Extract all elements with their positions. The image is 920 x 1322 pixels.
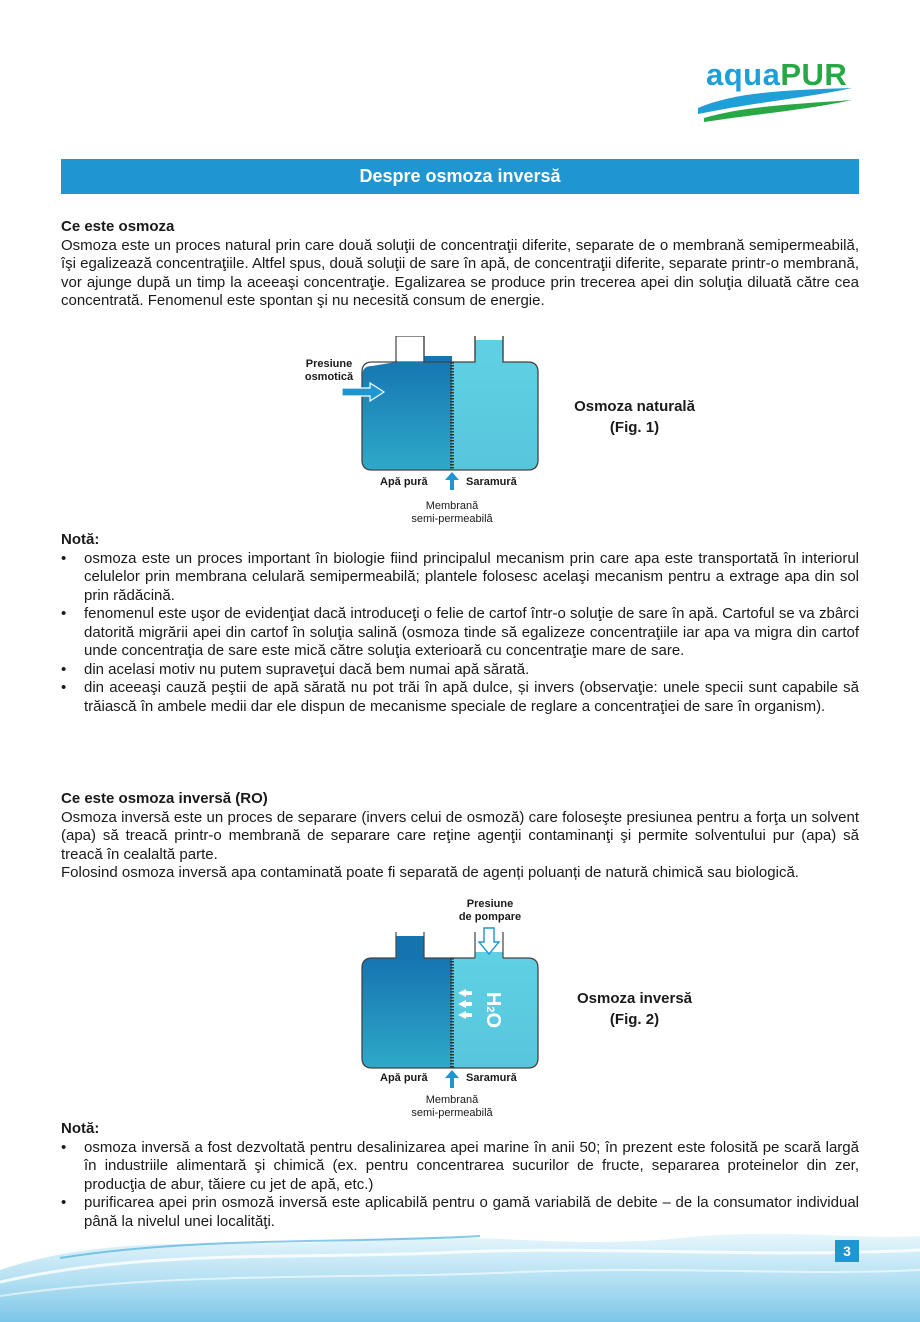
figure-osmoza-inversa: Presiune de pompare H2O Apă pură Saramur… bbox=[280, 898, 700, 1126]
list-item: din aceeaşi cauză peştii de apă sărată n… bbox=[61, 679, 859, 716]
note-list: osmoza este un proces important în biolo… bbox=[61, 550, 859, 717]
pure-water-label: Apă pură bbox=[380, 1072, 428, 1084]
list-item: osmoza este un proces important în biolo… bbox=[61, 550, 859, 606]
section-paragraph: Folosind osmoza inversă apa contaminată … bbox=[61, 864, 799, 881]
note-heading: Notă: bbox=[61, 531, 100, 548]
water-wave-footer bbox=[0, 1233, 920, 1322]
section-heading: Ce este osmoza inversă (RO) bbox=[61, 790, 268, 807]
list-item: fenomenul este uşor de evidenţiat dacă i… bbox=[61, 605, 859, 661]
list-item: purificarea apei prin osmoză inversă est… bbox=[61, 1194, 859, 1231]
brine-label: Saramură bbox=[466, 1072, 517, 1084]
note-list: osmoza inversă a fost dezvoltată pentru … bbox=[61, 1139, 859, 1232]
section-paragraph: Osmoza este un proces natural prin care … bbox=[61, 236, 859, 310]
membrane-label: Membrană semi-permeabilă bbox=[411, 500, 493, 525]
section-paragraph: Osmoza inversă este un proces de separar… bbox=[61, 808, 859, 863]
logo-wave-icon bbox=[698, 88, 852, 122]
membrane-label: Membrană semi-permeabilă bbox=[411, 1094, 493, 1119]
pure-water-label: Apă pură bbox=[380, 476, 428, 488]
brine-label: Saramură bbox=[466, 476, 517, 488]
h2o-label: H2O bbox=[482, 991, 504, 1029]
pump-pressure-label: Presiune de pompare bbox=[458, 898, 522, 923]
figure-caption: Osmoza naturală (Fig. 1) bbox=[574, 398, 695, 436]
logo-wordmark: aquaPUR bbox=[706, 57, 848, 92]
aquapur-logo: aquaPUR bbox=[696, 56, 856, 126]
section-osmoza: Ce este osmoza Osmoza este un proces nat… bbox=[61, 218, 859, 311]
reverse-osmosis-tank-diagram bbox=[361, 927, 539, 1088]
section-heading: Ce este osmoza bbox=[61, 218, 175, 235]
pressure-label: Presiune osmotică bbox=[304, 358, 354, 383]
page-title: Despre osmoza inversă bbox=[61, 159, 859, 194]
note-heading: Notă: bbox=[61, 1120, 100, 1137]
note-section-2: Notă: osmoza inversă a fost dezvoltată p… bbox=[61, 1120, 859, 1231]
list-item: osmoza inversă a fost dezvoltată pentru … bbox=[61, 1139, 859, 1195]
section-osmoza-inversa: Ce este osmoza inversă (RO) Osmoza inver… bbox=[61, 790, 859, 883]
list-item: din acelasi motiv nu putem supraveţui da… bbox=[61, 661, 859, 680]
note-section-1: Notă: osmoza este un proces important în… bbox=[61, 531, 859, 716]
osmosis-tank-diagram bbox=[341, 336, 539, 490]
figure-caption: Osmoza inversă (Fig. 2) bbox=[576, 990, 693, 1028]
figure-osmoza-naturala: Presiune osmotică Apă pură Saramură Memb… bbox=[280, 336, 700, 531]
page-number: 3 bbox=[835, 1240, 859, 1262]
